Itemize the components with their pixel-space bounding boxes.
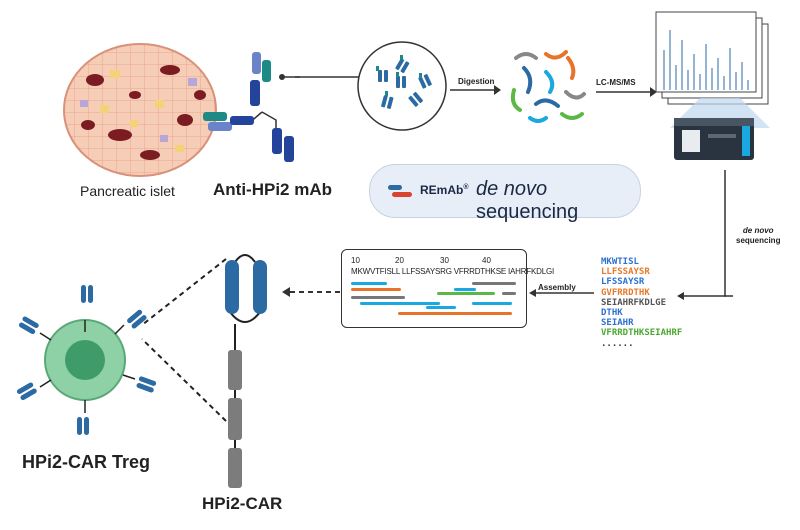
hpi2-car-treg-label: HPi2-CAR Treg (22, 452, 151, 472)
peptide-bar (360, 302, 440, 305)
ruler-tick: 40 (482, 256, 491, 265)
mass-spectrometer-icon (674, 118, 754, 160)
peptide-item: VFRRDTHKSEIAHRF (601, 328, 683, 339)
antibody-collection-circle (357, 41, 447, 131)
digestion-label: Digestion (458, 77, 495, 86)
remab-logo-icon (388, 185, 412, 197)
peptide-item: ...... (601, 338, 634, 349)
peptide-bar (398, 312, 512, 315)
ruler-tick: 30 (440, 256, 449, 265)
peptide-item: LFSSAYSR (601, 277, 645, 288)
hpi2-car-label: HPi2-CAR (202, 494, 283, 513)
peptide-fragments-illustration (510, 50, 586, 123)
peptide-bar (437, 292, 495, 295)
zoom-dashed-lines (141, 258, 227, 422)
peptide-bar (454, 288, 476, 291)
remab-banner: REmAb® de novo sequencing (369, 164, 641, 223)
peptide-bar (472, 282, 516, 285)
peptide-item: GVFRRDTHK (601, 287, 650, 298)
peptide-item: MKWTISL (601, 257, 639, 267)
arrow-assembly (529, 289, 594, 297)
remab-brand: REmAb® (420, 183, 469, 197)
arrow-lcms (596, 87, 657, 97)
peptide-bar (351, 296, 405, 299)
peptide-bar (351, 288, 401, 291)
pancreatic-islet-label: Pancreatic islet (80, 183, 175, 199)
ruler-tick: 20 (395, 256, 404, 265)
assembled-sequence: MKWVTFISLL LLFSSAYSRG VFRRDTHKSE IAHRFKD… (351, 267, 554, 276)
peptide-list: MKWTISL LLFSSAYSR LFSSAYSR GVFRRDTHK SEI… (601, 257, 682, 349)
arrow-to-car (282, 287, 340, 297)
assembly-label: Assembly (538, 283, 576, 292)
anti-hpi2-mab-label: Anti-HPi2 mAb (213, 180, 332, 199)
peptide-bar (472, 302, 512, 305)
mass-spectra-illustration (655, 11, 769, 105)
arrow-to-peptides (677, 292, 726, 300)
peptide-bar (426, 306, 456, 309)
lcms-label: LC-MS/MS (596, 78, 636, 87)
peptide-item: DTHK (601, 308, 623, 319)
hpi2-car-construct (225, 254, 267, 488)
peptide-bar (502, 292, 516, 295)
remab-denovo-sequencing: de novo sequencing (476, 178, 579, 223)
connector-line (295, 76, 365, 78)
sequence-assembly-panel: 10 20 30 40 MKWVTFISLL LLFSSAYSRG VFRRDT… (341, 249, 554, 328)
ruler-tick: 10 (351, 256, 360, 265)
peptide-bar (351, 282, 387, 285)
peptide-item: SEIAHRFKDLGE (601, 297, 667, 308)
anti-hpi2-antibody-illustration (203, 52, 300, 162)
hpi2-car-treg-illustration (16, 285, 157, 435)
pancreatic-islet-illustration (63, 43, 217, 177)
peptide-item: LLFSSAYSR (601, 267, 650, 278)
arrow-digestion (450, 85, 501, 95)
peptide-item: SEIAHR (601, 318, 634, 329)
